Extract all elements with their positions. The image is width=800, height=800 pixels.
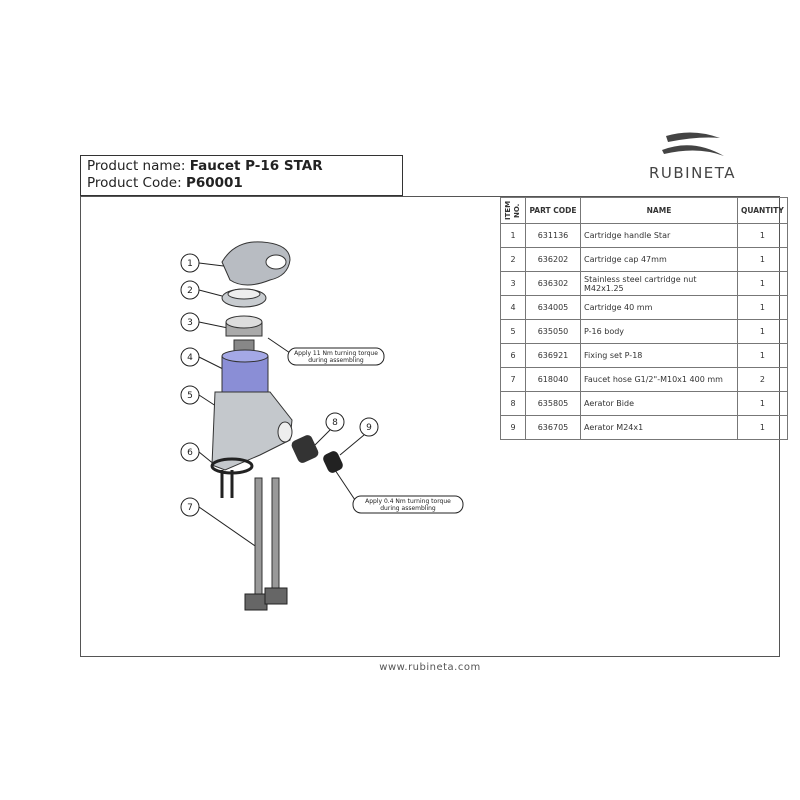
logo-swoosh-icon [661,132,724,156]
logo-text: RUBINETA [648,164,737,182]
callout-9: 9 [366,423,372,433]
part-code: 631136 [525,223,581,248]
part-code: 636705 [525,415,581,440]
item-no: 8 [500,391,526,416]
item-no: 1 [500,223,526,248]
item-no: 9 [500,415,526,440]
part-code: 634005 [525,295,581,320]
header-quantity: QUANTITY [737,197,788,224]
part-code: 635805 [525,391,581,416]
item-no: 5 [500,319,526,344]
part-name: Cartridge cap 47mm [580,247,738,272]
torque-note-2-line1: Apply 0.4 Nm turning torque [365,498,451,505]
item-no: 2 [500,247,526,272]
item-no: 3 [500,271,526,296]
part-name: Stainless steel cartridge nut M42x1.25 [580,271,738,296]
product-name-label: Product name: [87,158,186,174]
quantity: 2 [737,367,788,392]
callout-5: 5 [187,391,193,401]
product-code-label: Product Code: [87,175,182,191]
part-code: 636302 [525,271,581,296]
header-item-no: ITEM NO. [504,200,521,221]
part-code: 636921 [525,343,581,368]
product-name: Faucet P-16 STAR [189,158,323,174]
header-name: NAME [580,197,738,224]
item-no: 7 [500,367,526,392]
part-name: Faucet hose G1/2"-M10x1 400 mm [580,367,738,392]
part-code: 636202 [525,247,581,272]
callout-6: 6 [187,448,193,458]
part-code: 635050 [525,319,581,344]
torque-note-1-line1: Apply 11 Nm turning torque [294,350,378,357]
item-no: 4 [500,295,526,320]
callout-3: 3 [187,318,193,328]
part-name: P-16 body [580,319,738,344]
part-name: Aerator Bide [580,391,738,416]
torque-note-2-line2: during assembling [380,505,436,512]
callout-8: 8 [332,418,338,428]
product-code: P60001 [185,175,243,191]
quantity: 1 [737,247,788,272]
part-name: Fixing set P-18 [580,343,738,368]
exploded-view-drawing: 1 2 3 4 5 6 7 8 9 Apply 11 Nm turning to… [180,241,464,611]
part-name: Aerator M24x1 [580,415,738,440]
quantity: 1 [737,223,788,248]
quantity: 1 [737,319,788,344]
torque-note-1-line2: during assembling [308,357,364,364]
callout-7: 7 [187,503,193,513]
quantity: 1 [737,391,788,416]
quantity: 1 [737,343,788,368]
callout-2: 2 [187,286,193,296]
header-part-code: PART CODE [525,197,581,224]
quantity: 1 [737,271,788,296]
part-name: Cartridge handle Star [580,223,738,248]
callout-1: 1 [187,259,193,269]
footer-website: www.rubineta.com [379,662,481,673]
product-title-box: Product name: Faucet P-16 STAR Product C… [80,155,403,196]
quantity: 1 [737,295,788,320]
rubineta-logo: RUBINETA [635,130,750,182]
part-code: 618040 [525,367,581,392]
part-name: Cartridge 40 mm [580,295,738,320]
callout-4: 4 [187,353,193,363]
quantity: 1 [737,415,788,440]
item-no: 6 [500,343,526,368]
